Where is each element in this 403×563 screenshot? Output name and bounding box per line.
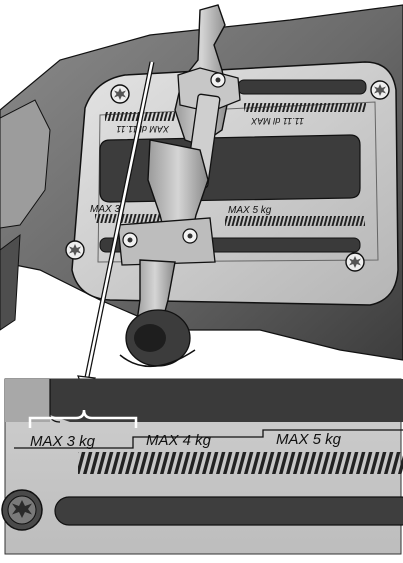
screw-icon [1, 489, 43, 531]
slot-top [237, 79, 367, 95]
top-mirrored-label-right: 11.11 dl MAX [250, 116, 304, 126]
window-opening [99, 134, 361, 203]
label-step-line [14, 429, 403, 449]
strap-loop [119, 309, 196, 367]
detail-view-panel: MAX 3 kg MAX 4 kg MAX 5 kg [1, 378, 403, 555]
detail-max-5kg-label: MAX 5 kg [276, 431, 342, 448]
detail-max-4kg-label: MAX 4 kg [146, 432, 212, 449]
screw-icon [345, 252, 365, 272]
bracket-icon [28, 409, 138, 428]
top-max-3-label: MAX 3 [90, 204, 120, 215]
detail-max-3kg-label: MAX 3 kg [30, 433, 96, 450]
screw-icon [370, 80, 390, 100]
top-mirrored-label-left: XAM dl 11.11 [116, 124, 170, 134]
top-view-panel: XAM dl 11.11 11.11 dl MAX MAX 3 MAX 5 kg [0, 4, 403, 398]
top-max-5-label: MAX 5 kg [228, 205, 272, 216]
screw-icon [65, 240, 85, 260]
screw-icon [110, 84, 130, 104]
detail-slot [54, 496, 403, 526]
